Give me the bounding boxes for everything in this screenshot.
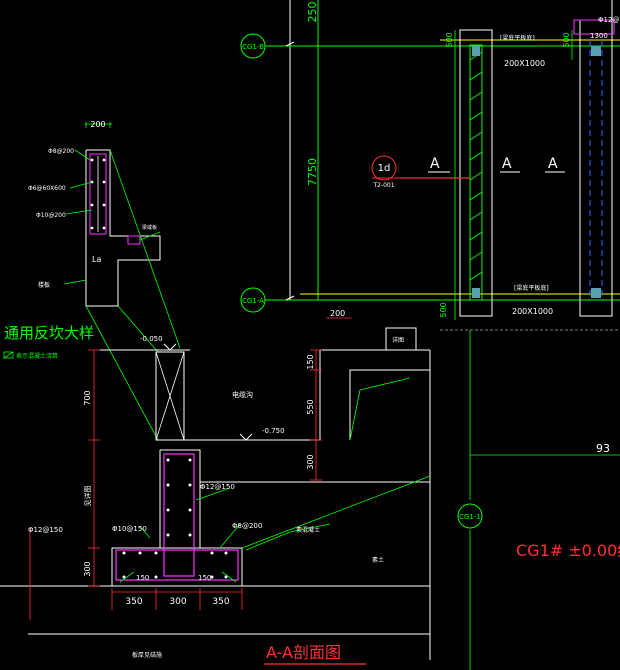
section-title: A-A剖面图 (266, 643, 341, 662)
hatched-wall (469, 44, 483, 301)
detail-callout (371, 155, 397, 181)
sec-label-soil: 素土 (372, 556, 384, 564)
sec-label-room: 电缆沟 (232, 390, 253, 399)
sec-dim-wall: 见详图 (83, 486, 92, 507)
sec-dim-550: 550 (306, 399, 315, 414)
sec-dim-300-l: 300 (83, 561, 92, 576)
grid-label-cg1-a: CG1-A (242, 297, 264, 305)
plan-dim-500-bl: 500 (439, 302, 448, 317)
detail-legend: 表示混凝土浇筑 (16, 352, 58, 360)
beam-size-top: 200X1000 (504, 59, 545, 68)
sec-dim-150-b: 150 (198, 574, 211, 582)
plan-dim-250: 250 (306, 2, 319, 23)
section-aa (0, 317, 431, 660)
sec-bottom-note: 板厚见结施 (132, 651, 162, 659)
column-block (472, 46, 480, 56)
drawing-title: CG1# ±0.00结 (516, 541, 620, 560)
grid-label-cg1-1: CG1-1 (459, 513, 481, 521)
detail-label-beam: 梁或板 (142, 224, 157, 231)
section-mark-a1: A (430, 156, 440, 172)
rebar-12-150-a: Φ12@150 (200, 483, 235, 491)
grid-bubble-cg1-a (240, 287, 266, 313)
column-block (472, 288, 480, 298)
detail-label-la: La (92, 255, 101, 264)
plan-dim-7750: 7750 (306, 158, 319, 186)
upstand-detail (63, 122, 181, 441)
beam-note-top: [梁底平板底] (500, 34, 535, 42)
plan-view (240, 0, 620, 331)
plan-dim-500-tl: 500 (445, 32, 454, 47)
detail-callout-no: 1d (378, 163, 391, 174)
legend-swatch (3, 351, 14, 359)
detail-title: 通用反坎大样 (4, 324, 94, 342)
column-block (591, 288, 601, 298)
detail-label-slab: 楼板 (38, 281, 50, 289)
plan-dim-93: 93 (596, 442, 610, 455)
elev-2: -0.750 (262, 427, 285, 435)
detail-callout-ref: T2-001 (372, 182, 394, 189)
grid-label-cg1-b: CG1-B (242, 43, 264, 51)
section-mark-a3: A (548, 156, 558, 172)
beam-note-bottom: [梁底平板底] (514, 284, 549, 292)
sec-dim-350-r: 350 (212, 597, 229, 607)
rebar-12-150-b: Φ12@150 (28, 526, 63, 534)
grid-bubble-cg1-1 (457, 503, 483, 529)
sec-label-tag: 详图 (392, 336, 404, 344)
sec-dim-150: 150 (306, 354, 315, 369)
detail-rebar-3: Φ10@200 (36, 212, 66, 219)
plan-dim-500-tr: 500 (562, 32, 571, 47)
rebar-10-150: Φ10@150 (112, 525, 147, 533)
rebar-8-200: Φ8@200 (232, 522, 262, 530)
sec-dim-300-c: 300 (169, 597, 186, 607)
sec-dim-200: 200 (330, 309, 345, 318)
sec-label-fill: 素混凝土 (296, 526, 320, 534)
beam-note-right: 1300 (590, 32, 608, 40)
detail-rebar-2: Φ6@60X600 (28, 185, 66, 192)
detail-rebar-1: Φ8@200 (48, 148, 74, 155)
elev-1: -0.050 (140, 335, 163, 343)
sec-dim-700: 700 (83, 390, 92, 405)
grid-bubble-cg1-b (240, 33, 266, 59)
tag-box (385, 327, 417, 351)
rebar-top-right: Φ12@ (598, 16, 619, 24)
sec-dim-150-a: 150 (136, 574, 149, 582)
sec-dim-300-r: 300 (306, 454, 315, 469)
section-mark-a2: A (502, 156, 512, 172)
sec-dim-350-l: 350 (125, 597, 142, 607)
beam-size-bottom: 200X1000 (512, 307, 553, 316)
detail-dim-200: 200 (90, 120, 105, 129)
column-block (591, 46, 601, 56)
